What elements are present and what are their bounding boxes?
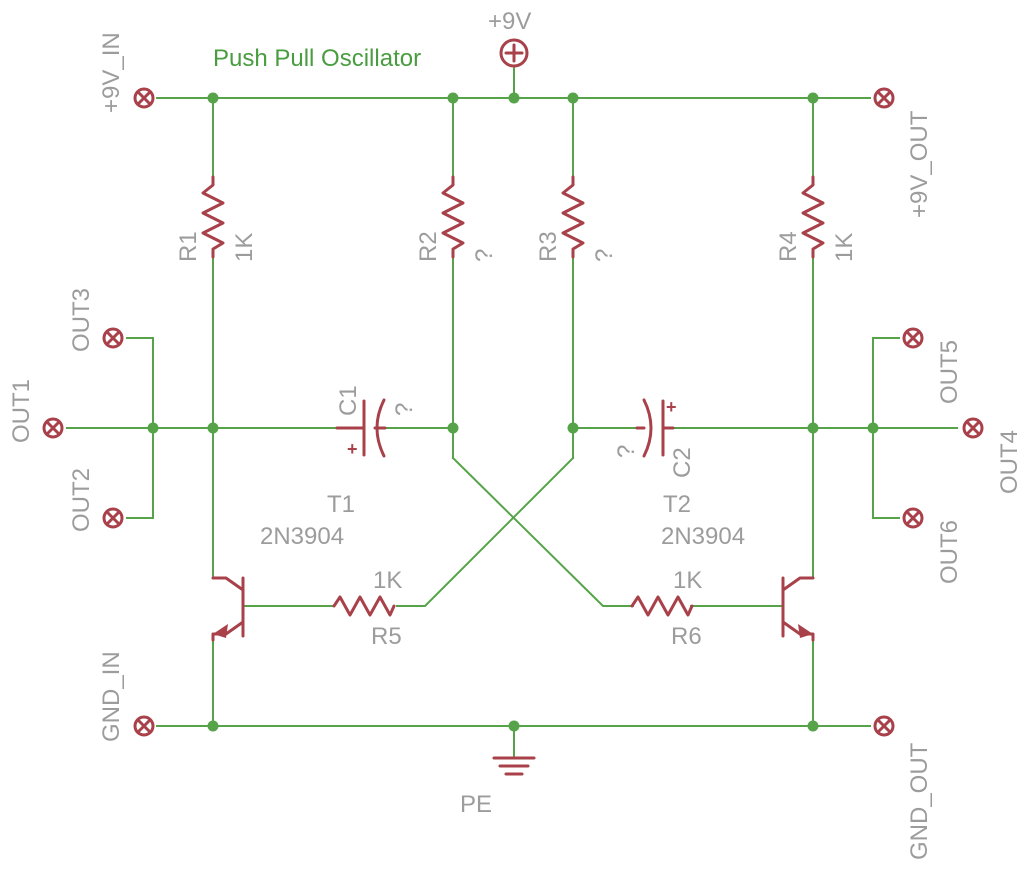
- junction: [867, 422, 879, 434]
- junction: [807, 720, 819, 732]
- capacitor-c1-polarity: +: [347, 439, 358, 459]
- pad-gnd-in-icon: [133, 715, 155, 737]
- pad-vin-icon: [133, 87, 155, 109]
- resistor-r2-name: R2: [415, 231, 442, 262]
- wire-cross-b: [396, 456, 575, 607]
- junction: [207, 720, 219, 732]
- connector-label-vin: +9V_IN: [98, 32, 125, 113]
- capacitor-c2-polarity: +: [666, 397, 677, 417]
- connector-label-out5: OUT5: [936, 340, 963, 404]
- ground-label: PE: [460, 791, 492, 818]
- junction: [447, 422, 459, 434]
- resistor-r1-name: R1: [175, 231, 202, 262]
- pad-vout-icon: [873, 87, 895, 109]
- supply-symbol-icon: [499, 38, 529, 68]
- resistor-r5-value: 1K: [373, 567, 402, 594]
- connector-label-gnd-in: GND_IN: [98, 651, 125, 742]
- resistor-r5-name: R5: [371, 623, 402, 650]
- resistor-r1-value: 1K: [231, 233, 258, 262]
- pad-out6-icon: [902, 507, 924, 529]
- junction: [567, 422, 579, 434]
- junction: [207, 422, 219, 434]
- resistor-r4-value: 1K: [831, 233, 858, 262]
- supply-label: +9V: [488, 8, 531, 35]
- pad-out1-icon: [42, 417, 64, 439]
- capacitor-c1-value: ?: [391, 403, 418, 416]
- resistor-r5-icon: [332, 595, 396, 617]
- resistor-r3-name: R3: [535, 231, 562, 262]
- connector-label-vout: +9V_OUT: [906, 110, 933, 218]
- capacitor-c1-icon: [335, 398, 387, 458]
- diagram-title: Push Pull Oscillator: [213, 45, 421, 72]
- resistor-r3-icon: [561, 175, 585, 259]
- resistor-r2-icon: [441, 175, 465, 259]
- junction: [807, 92, 819, 104]
- connector-pads: [42, 87, 984, 737]
- transistor-t1-icon: [211, 576, 245, 642]
- transistor-t2-name: T2: [663, 491, 691, 518]
- resistor-r3-value: ?: [591, 249, 618, 262]
- resistor-r6-value: 1K: [673, 567, 702, 594]
- transistor-t1-part: 2N3904: [260, 523, 344, 550]
- resistor-r2-value: ?: [471, 249, 498, 262]
- pad-out2-icon: [102, 507, 124, 529]
- capacitor-c2-name: C2: [669, 447, 696, 478]
- ground-symbol-icon: [492, 756, 536, 776]
- resistor-r4-icon: [801, 175, 825, 259]
- resistor-r6-name: R6: [671, 623, 702, 650]
- connector-label-out1: OUT1: [8, 379, 35, 443]
- wires: [66, 65, 958, 757]
- capacitor-c2-value: ?: [613, 445, 640, 458]
- resistor-r6-icon: [630, 595, 694, 617]
- pad-out4-icon: [962, 417, 984, 439]
- pad-gnd-out-icon: [873, 715, 895, 737]
- junction: [447, 92, 459, 104]
- transistor-t2-part: 2N3904: [661, 523, 745, 550]
- transistor-t2-icon: [781, 576, 815, 642]
- capacitor-c1-name: C1: [335, 385, 362, 416]
- pad-out5-icon: [902, 327, 924, 349]
- wire-cross-a: [451, 456, 634, 607]
- capacitor-c2-icon: [635, 398, 675, 458]
- resistor-r4-name: R4: [775, 231, 802, 262]
- connector-label-out6: OUT6: [936, 520, 963, 584]
- junction: [207, 92, 219, 104]
- junctions: [147, 92, 879, 732]
- junction: [147, 422, 159, 434]
- junction: [567, 92, 579, 104]
- junction: [508, 92, 520, 104]
- junction: [807, 422, 819, 434]
- resistor-r1-icon: [201, 175, 225, 259]
- pad-out3-icon: [102, 327, 124, 349]
- connector-label-out4: OUT4: [996, 430, 1023, 494]
- junction: [508, 720, 520, 732]
- connector-label-gnd-out: GND_OUT: [906, 742, 933, 860]
- connector-label-out3: OUT3: [68, 288, 95, 352]
- connector-label-out2: OUT2: [68, 468, 95, 532]
- transistor-t1-name: T1: [327, 491, 355, 518]
